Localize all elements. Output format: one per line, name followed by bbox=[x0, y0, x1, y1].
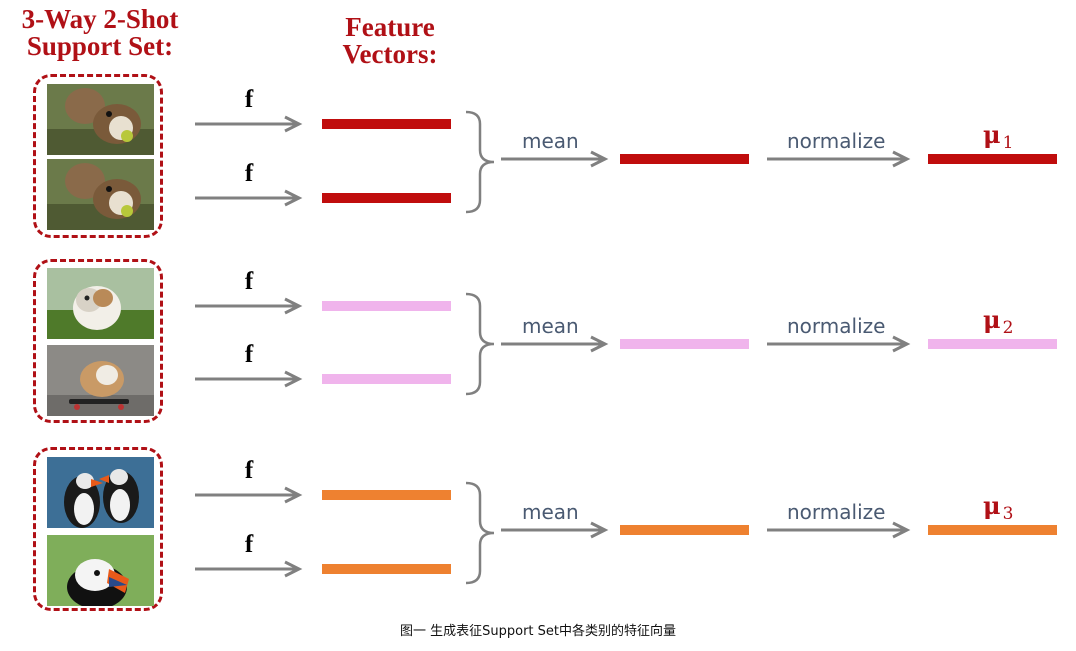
bulldog-on-skateboard-photo bbox=[47, 345, 154, 416]
mean-label: mean bbox=[522, 129, 579, 153]
normalize-arrow bbox=[767, 521, 911, 539]
figure-caption: 图一 生成表征Support Set中各类别的特征向量 bbox=[399, 624, 676, 639]
merge-brace bbox=[465, 110, 495, 214]
merge-brace bbox=[465, 292, 495, 396]
support-class-frame bbox=[33, 447, 163, 611]
prototype-vector bbox=[928, 154, 1057, 164]
merge-brace bbox=[465, 481, 495, 585]
prototype-vector bbox=[928, 339, 1057, 349]
encoder-arrow bbox=[195, 370, 303, 388]
squirrel-photo bbox=[47, 84, 154, 155]
mu-symbol: μ bbox=[983, 491, 1001, 520]
encoder-arrow bbox=[195, 486, 303, 504]
mu-index: 2 bbox=[1002, 318, 1014, 338]
support-title-line2: Support Set: bbox=[26, 31, 174, 61]
encoder-f-label: f bbox=[244, 86, 254, 113]
normalize-label: normalize bbox=[787, 314, 886, 338]
encoder-f-label: f bbox=[244, 341, 254, 368]
squirrel-photo bbox=[47, 159, 154, 230]
mean-vector bbox=[620, 339, 749, 349]
encoder-f-label: f bbox=[244, 268, 254, 295]
normalize-label: normalize bbox=[787, 129, 886, 153]
feature-vector bbox=[322, 119, 451, 129]
encoder-arrow bbox=[195, 189, 303, 207]
encoder-arrow bbox=[195, 115, 303, 133]
feature-vector bbox=[322, 193, 451, 203]
normalize-label: normalize bbox=[787, 500, 886, 524]
bulldog-photo bbox=[47, 268, 154, 339]
mean-arrow bbox=[501, 150, 609, 168]
encoder-f-label: f bbox=[244, 160, 254, 187]
mu-index: 1 bbox=[1002, 133, 1014, 153]
mean-arrow bbox=[501, 335, 609, 353]
feature-vector bbox=[322, 301, 451, 311]
feature-title-line1: Feature bbox=[345, 12, 435, 42]
support-class-frame bbox=[33, 74, 163, 238]
feature-vectors-title: Feature Vectors: bbox=[320, 14, 460, 68]
encoder-f-label: f bbox=[244, 531, 254, 558]
feature-vector bbox=[322, 564, 451, 574]
support-class-frame bbox=[33, 259, 163, 423]
prototype-vector bbox=[928, 525, 1057, 535]
feature-title-line2: Vectors: bbox=[342, 39, 438, 69]
puffin-photo bbox=[47, 535, 154, 606]
mean-arrow bbox=[501, 521, 609, 539]
mu-symbol: μ bbox=[983, 305, 1001, 334]
normalize-arrow bbox=[767, 150, 911, 168]
puffins-photo bbox=[47, 457, 154, 528]
normalize-arrow bbox=[767, 335, 911, 353]
mean-label: mean bbox=[522, 314, 579, 338]
mu-symbol: μ bbox=[983, 120, 1001, 149]
feature-vector bbox=[322, 374, 451, 384]
mean-label: mean bbox=[522, 500, 579, 524]
feature-vector bbox=[322, 490, 451, 500]
encoder-f-label: f bbox=[244, 457, 254, 484]
mean-vector bbox=[620, 525, 749, 535]
mu-index: 3 bbox=[1002, 504, 1014, 524]
encoder-arrow bbox=[195, 560, 303, 578]
mean-vector bbox=[620, 154, 749, 164]
support-title-line1: 3-Way 2-Shot bbox=[21, 4, 179, 34]
encoder-arrow bbox=[195, 297, 303, 315]
support-set-title: 3-Way 2-Shot Support Set: bbox=[0, 6, 200, 60]
